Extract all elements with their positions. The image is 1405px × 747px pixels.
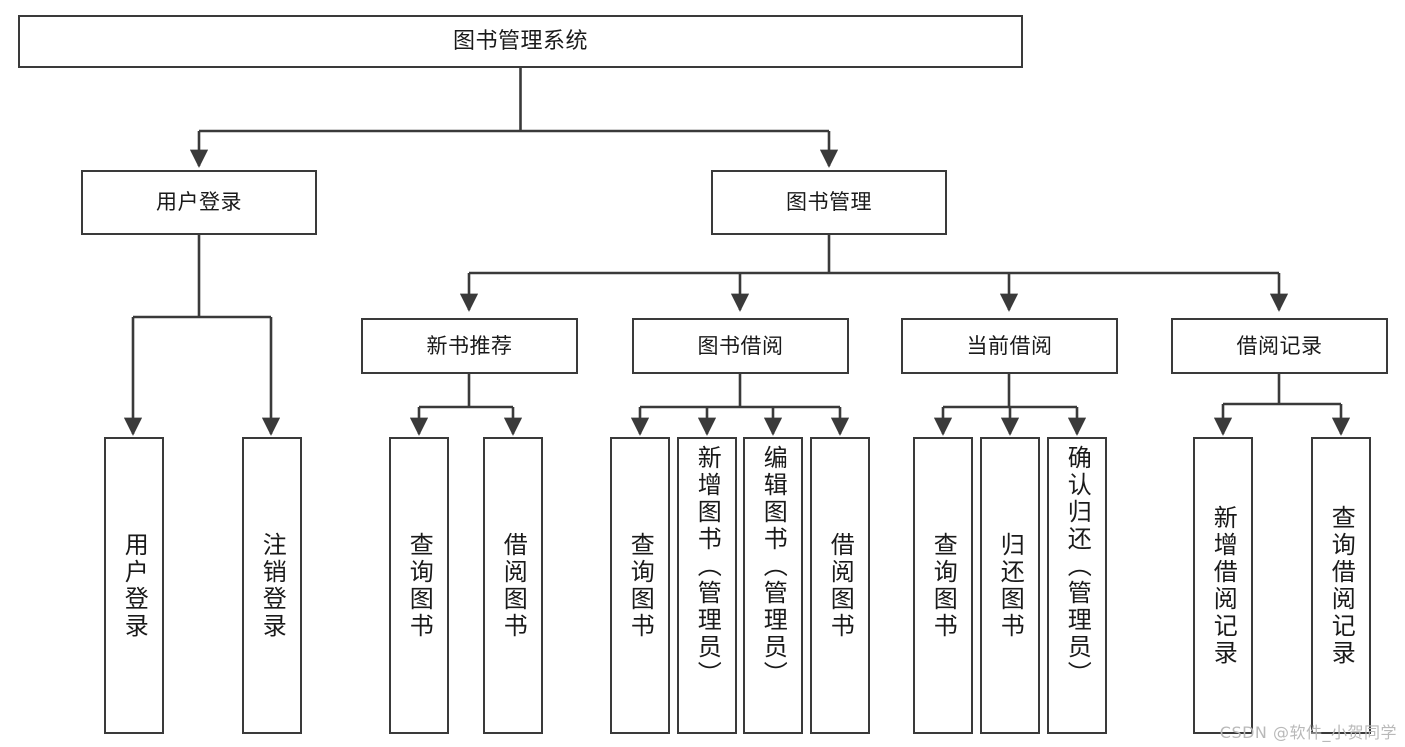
leaf-new-book-query-book[interactable]: 查询图书 — [389, 437, 449, 734]
node-borrow-record[interactable]: 借阅记录 — [1171, 318, 1388, 374]
node-label: 查询图书 — [929, 531, 958, 640]
node-label: 图书管理系统 — [452, 28, 588, 54]
node-user-login[interactable]: 用户登录 — [81, 170, 317, 235]
node-label: 确认归还（管理员） — [1063, 445, 1092, 688]
leaf-book-borrow-add-book-admin[interactable]: 新增图书（管理员） — [677, 437, 737, 734]
node-label: 图书管理 — [786, 190, 872, 215]
node-label: 图书借阅 — [697, 333, 784, 358]
node-label: 注销登录 — [258, 531, 287, 640]
leaf-book-borrow-borrow-book[interactable]: 借阅图书 — [810, 437, 870, 734]
node-label: 归还图书 — [996, 531, 1025, 640]
node-label: 用户登录 — [156, 190, 242, 215]
node-label: 查询图书 — [405, 531, 434, 640]
watermark-text: CSDN @软件_小贺同学 — [1219, 723, 1397, 742]
leaf-current-borrow-return-book[interactable]: 归还图书 — [980, 437, 1040, 734]
node-label: 新书推荐 — [426, 333, 513, 358]
leaf-current-borrow-query-book[interactable]: 查询图书 — [913, 437, 973, 734]
node-label: 新增图书（管理员） — [693, 445, 722, 688]
node-label: 编辑图书（管理员） — [759, 445, 788, 688]
node-current-borrow[interactable]: 当前借阅 — [901, 318, 1118, 374]
leaf-user-login-logout[interactable]: 注销登录 — [242, 437, 302, 734]
node-label: 借阅图书 — [499, 531, 528, 640]
node-new-book-recommend[interactable]: 新书推荐 — [361, 318, 578, 374]
node-label: 查询借阅记录 — [1327, 504, 1356, 667]
leaf-user-login-login[interactable]: 用户登录 — [104, 437, 164, 734]
node-root-book-management-system[interactable]: 图书管理系统 — [18, 15, 1023, 68]
leaf-borrow-record-query-record[interactable]: 查询借阅记录 — [1311, 437, 1371, 734]
leaf-book-borrow-edit-book-admin[interactable]: 编辑图书（管理员） — [743, 437, 803, 734]
node-label: 查询图书 — [626, 531, 655, 640]
leaf-book-borrow-query-book[interactable]: 查询图书 — [610, 437, 670, 734]
node-label: 新增借阅记录 — [1209, 504, 1238, 667]
node-book-borrow[interactable]: 图书借阅 — [632, 318, 849, 374]
node-label: 当前借阅 — [966, 333, 1053, 358]
node-book-management[interactable]: 图书管理 — [711, 170, 947, 235]
node-label: 借阅图书 — [826, 531, 855, 640]
leaf-new-book-borrow-book[interactable]: 借阅图书 — [483, 437, 543, 734]
leaf-current-borrow-confirm-return-admin[interactable]: 确认归还（管理员） — [1047, 437, 1107, 734]
leaf-borrow-record-add-record[interactable]: 新增借阅记录 — [1193, 437, 1253, 734]
node-label: 用户登录 — [120, 531, 149, 640]
node-label: 借阅记录 — [1236, 333, 1323, 358]
